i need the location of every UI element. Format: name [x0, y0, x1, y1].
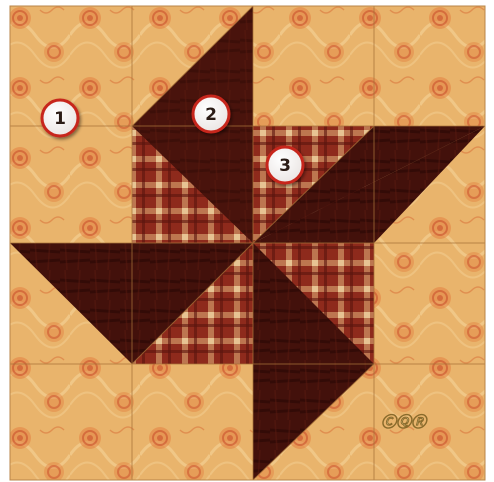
marker-3-label: 3 — [279, 156, 291, 176]
marker-2: 2 — [193, 96, 229, 132]
watermark: ⒸⓆⓇ — [381, 413, 428, 431]
marker-2-label: 2 — [205, 105, 217, 125]
marker-1-label: 1 — [54, 109, 66, 129]
marker-1: 1 — [42, 100, 78, 136]
marker-3: 3 — [267, 147, 303, 183]
